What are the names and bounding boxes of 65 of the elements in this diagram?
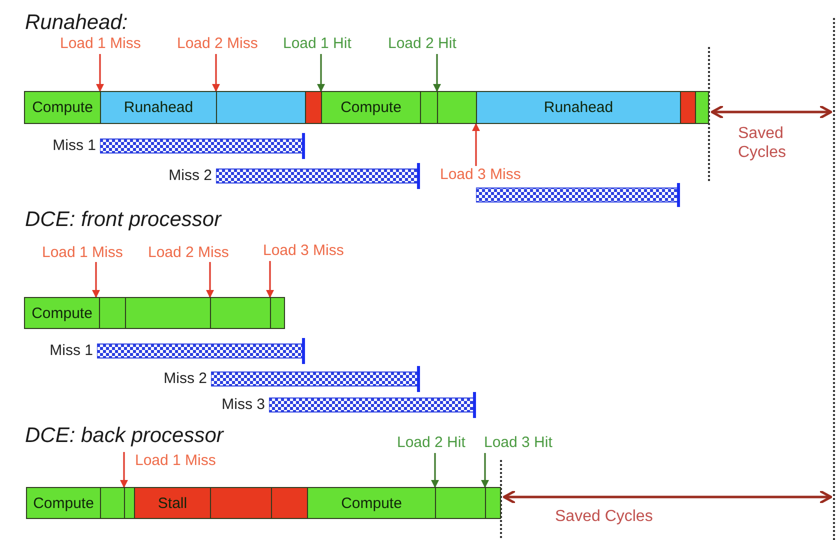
miss-label: Miss 1	[52, 137, 96, 155]
section-title: Runahead:	[25, 10, 128, 36]
compute-segment	[420, 92, 437, 123]
compute-segment	[124, 488, 134, 518]
miss-latency-bar	[216, 163, 420, 189]
event-arrow	[206, 262, 214, 298]
stall-segment	[305, 92, 321, 123]
section-title: DCE: front processor	[25, 207, 222, 233]
hit-event-label: Load 1 Hit	[283, 35, 352, 53]
miss-latency-bar	[97, 338, 305, 364]
compute-segment: Compute	[25, 92, 100, 123]
compute-segment	[270, 298, 284, 328]
event-arrow	[481, 453, 489, 488]
compute-segment	[437, 92, 476, 123]
miss-event-label: Load 3 Miss	[263, 242, 344, 260]
event-arrow	[472, 123, 480, 166]
event-arrow	[96, 54, 104, 92]
hit-event-label: Load 2 Hit	[397, 434, 466, 452]
compute-segment: Compute	[307, 488, 435, 518]
timeline-bar	[24, 91, 709, 124]
compute-segment: Compute	[27, 488, 100, 518]
saved-cycles-label: Saved Cycles	[555, 507, 653, 526]
timeline-bar	[24, 297, 285, 329]
event-arrow	[212, 54, 220, 92]
miss-latency-bar	[100, 133, 305, 159]
compute-segment	[100, 488, 124, 518]
miss-latency-bar	[269, 392, 476, 418]
runahead-segment: Runahead	[476, 92, 680, 123]
miss-label: Miss 3	[222, 396, 265, 414]
miss-event-label: Load 2 Miss	[148, 244, 229, 262]
miss-event-label: Load 1 Miss	[135, 452, 216, 470]
miss-event-label: Load 1 Miss	[60, 35, 141, 53]
hit-event-label: Load 3 Hit	[484, 434, 552, 452]
timeline-bar	[26, 487, 501, 519]
stall-segment: Stall	[134, 488, 210, 518]
event-arrow	[120, 452, 128, 488]
compute-segment	[435, 488, 485, 518]
compute-segment: Compute	[321, 92, 420, 123]
event-arrow	[317, 54, 325, 92]
miss-event-label: Load 1 Miss	[42, 244, 123, 262]
section-title: DCE: back processor	[25, 423, 224, 449]
event-arrow	[433, 54, 441, 92]
hit-event-label: Load 2 Hit	[388, 35, 456, 53]
miss-event-label: Load 3 Miss	[440, 166, 521, 184]
event-arrow	[431, 453, 439, 488]
saved-cycles-label: Saved Cycles	[738, 124, 788, 162]
miss-event-label: Load 2 Miss	[177, 35, 258, 53]
event-arrow	[92, 262, 100, 298]
event-arrow	[266, 261, 274, 298]
compute-segment	[485, 488, 500, 518]
compute-segment	[695, 92, 708, 123]
miss-latency-bar	[211, 366, 420, 392]
miss-latency-bar	[476, 183, 680, 207]
miss-label: Miss 2	[164, 370, 207, 388]
compute-segment	[125, 298, 210, 328]
runahead-segment	[216, 92, 305, 123]
compute-segment	[99, 298, 125, 328]
stall-segment	[680, 92, 695, 123]
miss-label: Miss 2	[168, 167, 212, 185]
stall-segment	[210, 488, 271, 518]
stall-segment	[271, 488, 307, 518]
compute-segment: Compute	[25, 298, 99, 328]
miss-label: Miss 1	[50, 342, 93, 360]
compute-segment	[210, 298, 270, 328]
runahead-segment: Runahead	[100, 92, 216, 123]
